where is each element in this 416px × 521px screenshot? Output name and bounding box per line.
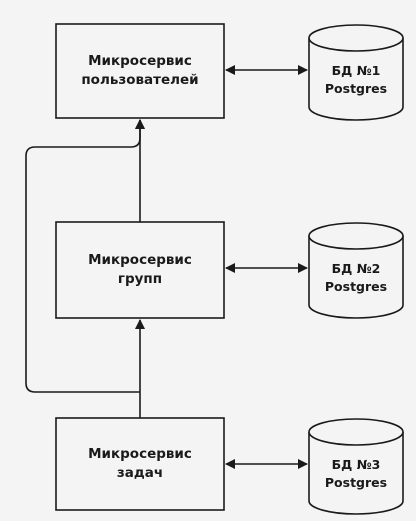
db-name: БД №2 <box>331 261 381 276</box>
service-name: пользователей <box>81 72 199 88</box>
db-engine: Postgres <box>324 279 388 294</box>
db1-label: БД №1 Postgres <box>309 54 403 106</box>
tasks-to-users-bypass-arrow <box>25 119 145 393</box>
groups-service-box <box>55 221 225 319</box>
db3-label: БД №3 Postgres <box>309 448 403 500</box>
db-engine: Postgres <box>324 475 388 490</box>
db3-cylinder <box>308 418 404 515</box>
service-name: задач <box>116 465 164 481</box>
users-service-box <box>55 23 225 119</box>
service-title: Микросервис <box>88 252 192 268</box>
users-service-label: Микросервис пользователей <box>56 24 224 118</box>
service-title: Микросервис <box>88 53 192 69</box>
db-engine: Postgres <box>324 81 388 96</box>
groups-service-label: Микросервис групп <box>56 222 224 318</box>
service-name: групп <box>117 271 163 287</box>
db2-cylinder <box>308 222 404 319</box>
db-name: БД №1 <box>331 63 381 78</box>
db1-cylinder <box>308 24 404 121</box>
service-title: Микросервис <box>88 446 192 462</box>
db2-label: БД №2 Postgres <box>309 252 403 304</box>
db-name: БД №3 <box>331 457 381 472</box>
tasks-service-label: Микросервис задач <box>56 418 224 510</box>
